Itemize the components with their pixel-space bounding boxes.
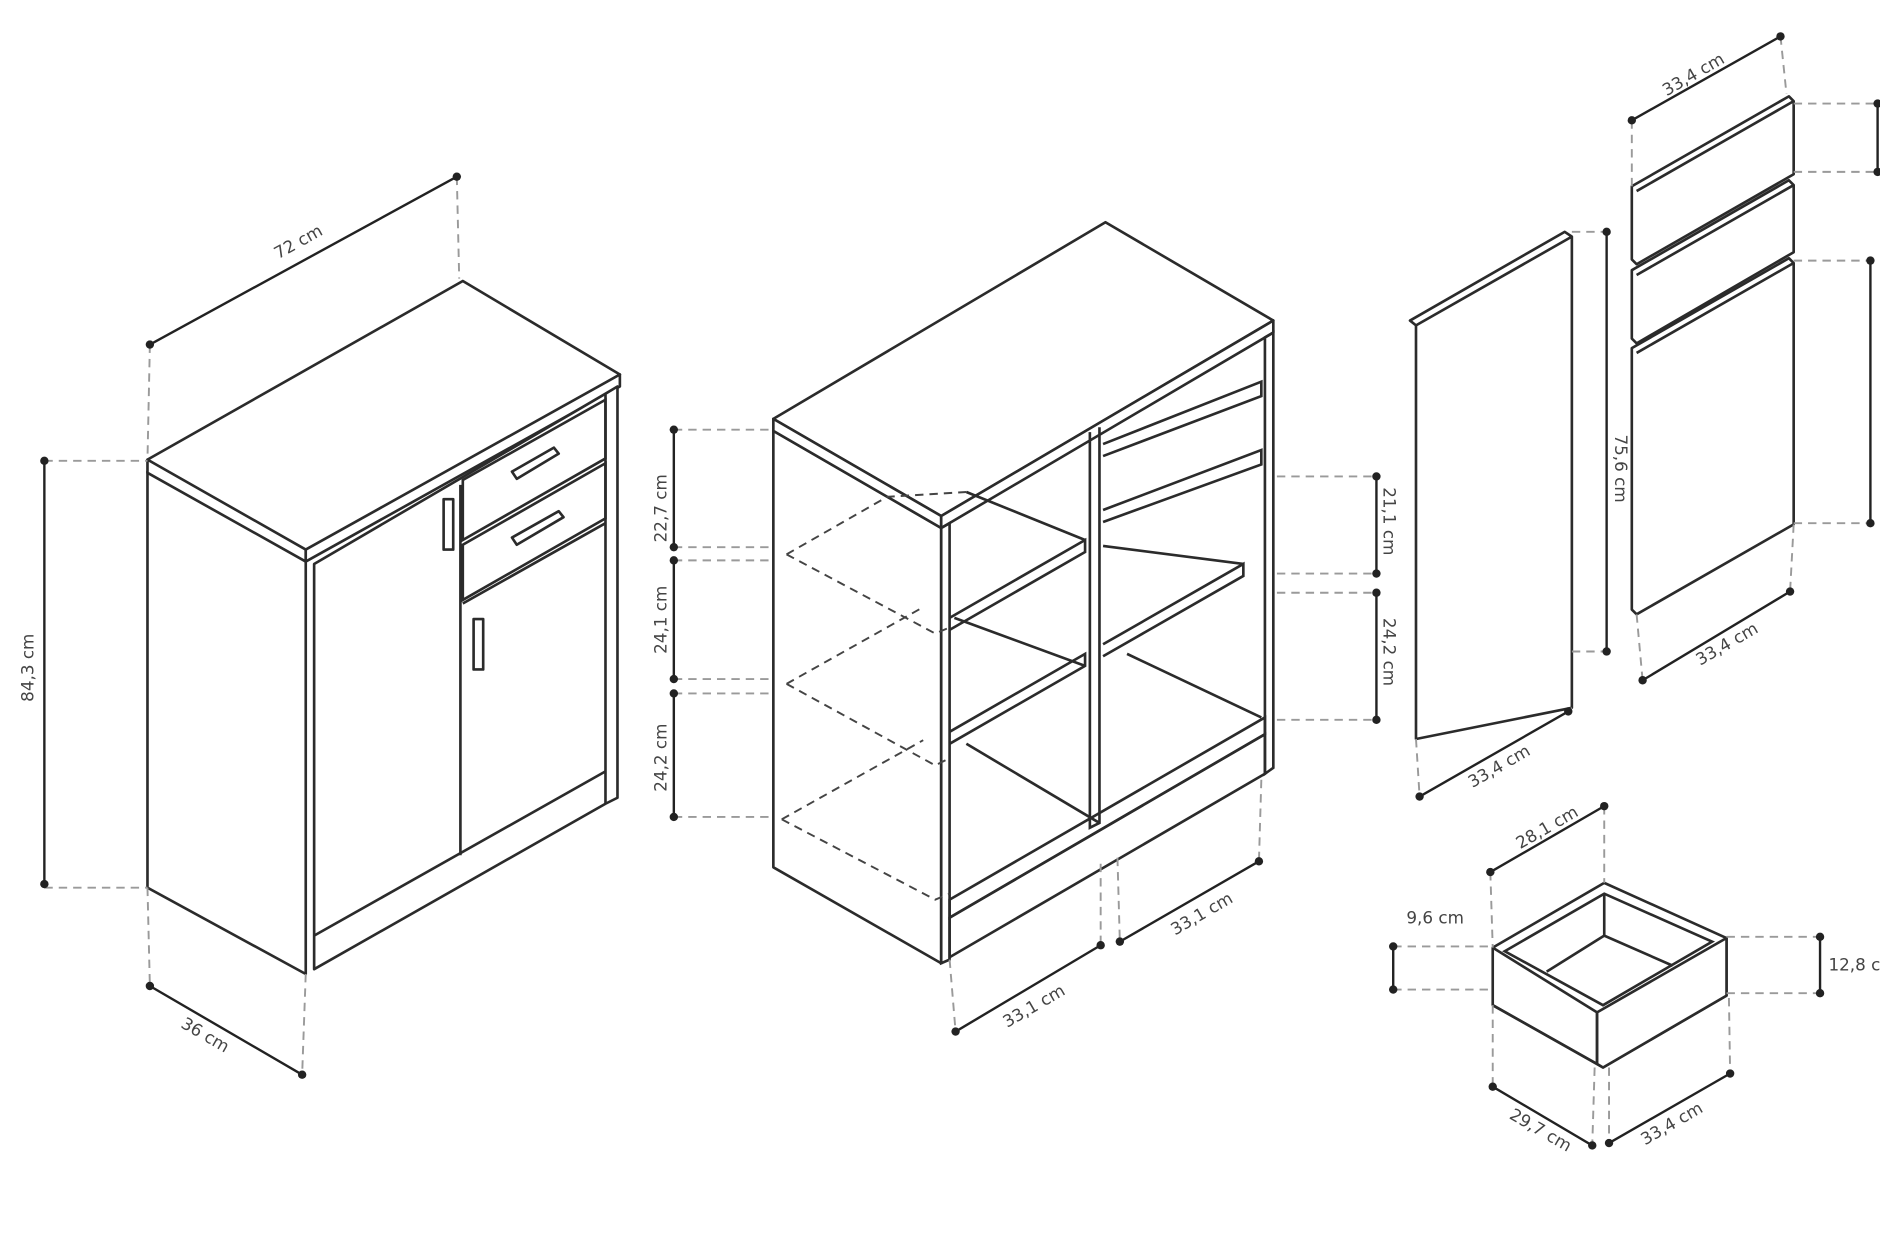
door-handle-icon	[472, 617, 485, 671]
door-handle-icon	[442, 497, 455, 551]
compartment-left-width-label: 33,1 cm	[999, 980, 1068, 1031]
left-shelf-2-label: 24,1 cm	[651, 586, 671, 654]
carcass-drawing	[772, 220, 1275, 966]
right-shelf-1-label: 21,1 cm	[1380, 487, 1400, 555]
right-shelf-2-label: 24,2 cm	[1380, 618, 1400, 686]
sideboard-height-label: 84,3 cm	[18, 634, 38, 702]
drawer-drawing	[1491, 881, 1728, 1069]
door-panel-drawing	[1408, 230, 1574, 741]
sideboard-drawing	[146, 279, 622, 976]
drawer-front-width-label: 33,4 cm	[1637, 1097, 1706, 1148]
door-panel-height-label: 75,6 cm	[1611, 434, 1631, 502]
drawer-handle-icon	[510, 509, 565, 547]
drawer-inner-width-label: 28,1 cm	[1512, 801, 1581, 852]
fronts-drawing	[1630, 95, 1795, 616]
sideboard-width-label: 72 cm	[270, 220, 325, 263]
left-shelf-3-label: 24,2 cm	[651, 724, 671, 792]
drawer-front-height-label: 12,8 c	[1828, 954, 1880, 974]
drawer-handle-icon	[510, 446, 561, 481]
drawer-inner-height-label: 9,6 cm	[1406, 908, 1464, 928]
left-shelf-1-label: 22,7 cm	[651, 474, 671, 542]
fronts-top-width-label: 33,4 cm	[1659, 48, 1728, 99]
